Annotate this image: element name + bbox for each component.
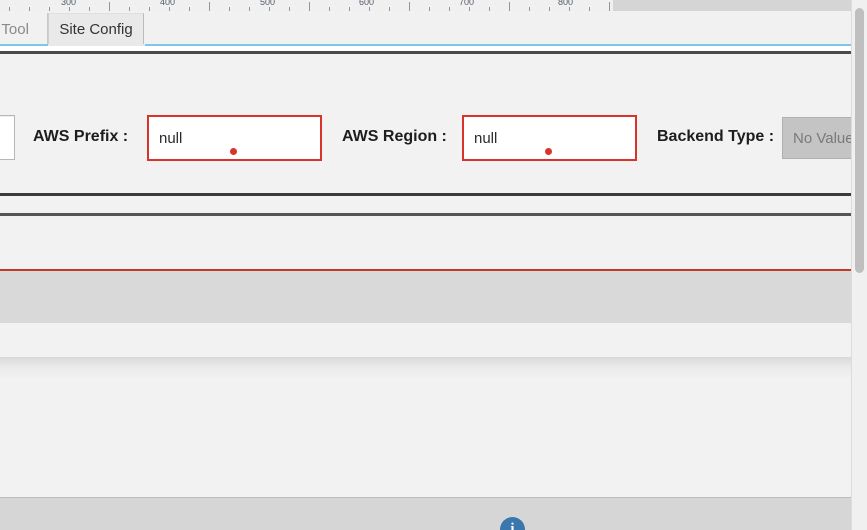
ruler-minor-tick <box>89 7 90 11</box>
ruler-label: 500 <box>260 0 276 7</box>
ruler-minor-tick <box>449 7 450 11</box>
ruler-minor-tick <box>29 7 30 11</box>
ruler-label: 700 <box>459 0 475 7</box>
tab-bar: y Tool Site Config <box>0 11 852 45</box>
ruler-minor-tick <box>229 7 230 11</box>
tab-site-config-label: Site Config <box>59 21 133 38</box>
ruler-minor-tick <box>129 7 130 11</box>
lower-gray-panel <box>0 271 852 323</box>
aws-prefix-label: AWS Prefix : <box>33 128 129 145</box>
ruler-minor-tick <box>269 7 270 11</box>
ruler-minor-tick <box>169 7 170 11</box>
section-separator-1 <box>0 193 852 196</box>
active-tab-underline-gap <box>48 44 145 46</box>
ruler-minor-tick <box>369 7 370 11</box>
ruler-minor-tick <box>189 7 190 11</box>
page-lower-background <box>0 357 867 497</box>
tab-y-tool[interactable]: y Tool <box>0 13 48 45</box>
ruler-label: 800 <box>558 0 574 7</box>
ruler-minor-tick <box>429 7 430 11</box>
red-section-divider <box>0 269 852 271</box>
ruler-major-tick <box>409 2 410 11</box>
aws-region-label: AWS Region : <box>342 128 447 145</box>
ruler-minor-tick <box>289 7 290 11</box>
section-separator-2 <box>0 213 852 216</box>
ruler-minor-tick <box>349 7 350 11</box>
section-band-3 <box>0 323 852 358</box>
aws-prefix-error-marker <box>230 148 237 155</box>
ruler-minor-tick <box>9 7 10 11</box>
vertical-scrollbar-track[interactable] <box>851 0 867 530</box>
ruler-minor-tick <box>549 7 550 11</box>
ruler-major-tick <box>509 2 510 11</box>
ruler-minor-tick <box>389 7 390 11</box>
tab-site-config[interactable]: Site Config <box>48 13 144 45</box>
ruler-label: 600 <box>359 0 375 7</box>
ruler-minor-tick <box>529 7 530 11</box>
tab-bar-underline <box>0 44 852 46</box>
section-band-2 <box>0 216 852 269</box>
ruler-minor-tick <box>489 7 490 11</box>
status-bar <box>0 497 867 530</box>
truncated-left-input[interactable] <box>0 115 15 160</box>
ruler-minor-tick <box>469 7 470 11</box>
ruler-minor-tick <box>329 7 330 11</box>
form-field-row: AWS Prefix : AWS Region : Backend Type : <box>0 110 852 165</box>
tab-bar-empty-area <box>145 13 852 45</box>
toolbar-separator-top <box>0 51 852 54</box>
ruler-minor-tick <box>149 7 150 11</box>
aws-region-error-marker <box>545 148 552 155</box>
ruler-major-tick <box>209 2 210 11</box>
info-icon[interactable]: i <box>500 517 525 530</box>
vertical-scrollbar-thumb[interactable] <box>855 8 864 273</box>
tab-y-tool-label: y Tool <box>0 20 29 38</box>
ruler-major-tick <box>609 2 610 11</box>
ruler-minor-tick <box>69 7 70 11</box>
ruler-minor-tick <box>49 7 50 11</box>
form-panel <box>0 54 852 194</box>
ruler-minor-tick <box>589 7 590 11</box>
ruler-label: 400 <box>160 0 176 7</box>
ruler-major-tick <box>109 2 110 11</box>
ruler-major-tick <box>309 2 310 11</box>
ruler-minor-tick <box>249 7 250 11</box>
ruler-label: 300 <box>61 0 77 7</box>
ruler-minor-tick <box>569 7 570 11</box>
section-band-1 <box>0 196 852 213</box>
backend-type-label: Backend Type : <box>657 128 775 145</box>
